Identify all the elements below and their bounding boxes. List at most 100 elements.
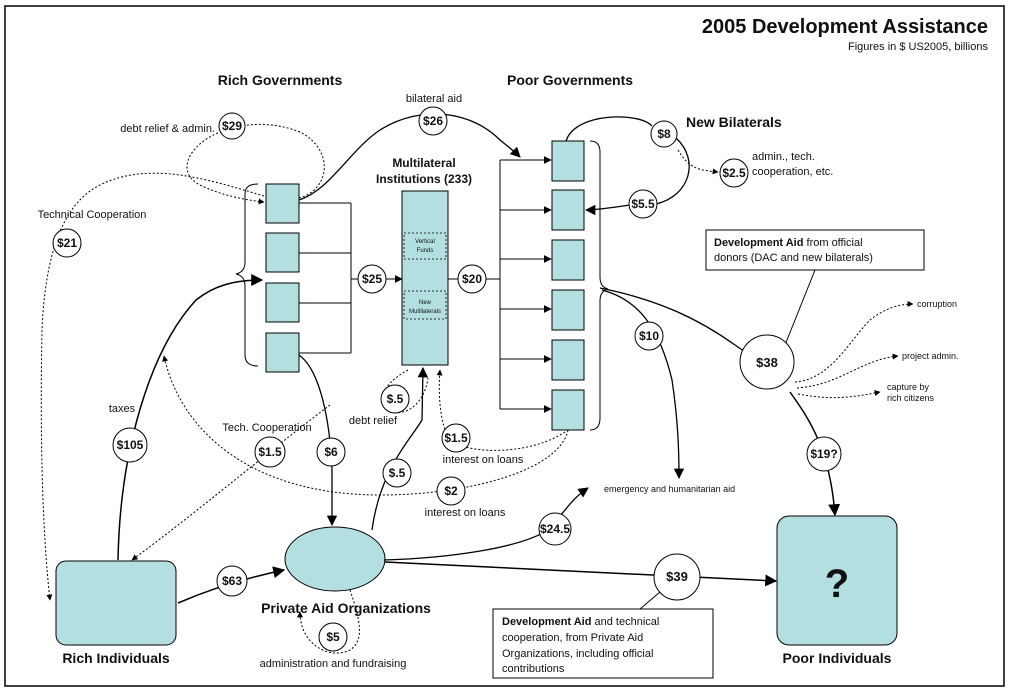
multilateral-label-line2: Institutions (233) bbox=[376, 172, 472, 186]
rich-individuals-box bbox=[55, 560, 177, 646]
private-callout-pointer bbox=[639, 591, 661, 610]
svg-text:$105: $105 bbox=[117, 438, 144, 452]
amount-interest-multilateral: $1.5 bbox=[441, 423, 471, 453]
tech-cooperation-label: Tech. Cooperation bbox=[222, 422, 311, 434]
interest-to-rich-gov-arrow bbox=[162, 355, 569, 496]
poor-governments-label: Poor Governments bbox=[507, 72, 633, 88]
amount-to-poor-individuals: $19? bbox=[806, 436, 842, 472]
svg-text:$39: $39 bbox=[666, 569, 688, 584]
amount-private-emergency: $24.5 bbox=[538, 512, 572, 546]
rich-governments-brace bbox=[235, 183, 259, 367]
private-aid-callout-line3: Organizations, including official bbox=[502, 648, 653, 660]
interest-on-loans-label-2: interest on loans bbox=[425, 507, 506, 519]
capture-label-line2: rich citizens bbox=[887, 393, 935, 403]
amount-interest-rich: $2 bbox=[436, 476, 466, 506]
svg-text:$63: $63 bbox=[222, 574, 242, 588]
private-aid-callout-line1: Development Aid and technical bbox=[502, 616, 659, 628]
svg-text:$2.5: $2.5 bbox=[722, 166, 746, 180]
private-aid-callout bbox=[492, 608, 714, 679]
private-aid-callout-rest: and technical bbox=[591, 616, 659, 628]
svg-text:$8: $8 bbox=[657, 127, 671, 141]
amount-bilateral-aid: $26 bbox=[418, 106, 448, 136]
corruption-label: corruption bbox=[917, 299, 957, 309]
amount-tech-coop-private: $1.5 bbox=[254, 436, 286, 468]
amount-taxes: $105 bbox=[112, 427, 148, 463]
amount-multilateral-to-poor: $20 bbox=[457, 264, 487, 294]
new-bilaterals-label: New Bilaterals bbox=[686, 114, 782, 130]
diagram-title: 2005 Development Assistance bbox=[702, 16, 988, 38]
svg-text:$.5: $.5 bbox=[389, 466, 406, 480]
official-callout-pointer bbox=[784, 269, 816, 346]
poor-governments-brace bbox=[589, 140, 609, 431]
rich-government-box-1 bbox=[265, 183, 300, 224]
poor-individuals-question: ? bbox=[825, 562, 849, 606]
vertical-funds-box bbox=[403, 232, 447, 260]
amount-private-to-multilateral: $.5 bbox=[382, 458, 412, 488]
amount-debt-relief-admin: $29 bbox=[218, 112, 246, 140]
debt-relief-admin-loop bbox=[186, 123, 325, 205]
rich-individuals-label: Rich Individuals bbox=[62, 650, 170, 666]
admin-tech-label-line2: cooperation, etc. bbox=[752, 166, 833, 178]
poor-government-box-2 bbox=[551, 189, 585, 231]
technical-cooperation-arrow bbox=[40, 172, 265, 601]
new-multilaterals-box bbox=[403, 290, 447, 320]
svg-text:$29: $29 bbox=[222, 119, 242, 133]
admin-fundraising-label: administration and fundraising bbox=[260, 658, 407, 670]
new-bilaterals-to-poor-arrow bbox=[584, 204, 631, 216]
admin-fundraising-loop bbox=[297, 589, 360, 654]
diagram-subtitle: Figures in $ US2005, billions bbox=[848, 41, 989, 53]
new-multilaterals-label-line2: Multilaterals bbox=[409, 309, 441, 315]
multilateral-institutions-box bbox=[401, 190, 449, 366]
amount-admin-fundraising: $5 bbox=[318, 622, 348, 652]
amount-private-to-poor: $39 bbox=[653, 553, 701, 601]
private-aid-organizations-ellipse bbox=[284, 526, 386, 592]
emergency-aid-arrow bbox=[601, 289, 685, 480]
rich-governments-label: Rich Governments bbox=[218, 72, 343, 88]
svg-text:$24.5: $24.5 bbox=[540, 522, 570, 536]
multilateral-label-line1: Multilateral bbox=[392, 156, 455, 170]
poor-gov-bus bbox=[499, 156, 552, 413]
svg-text:$2: $2 bbox=[444, 484, 458, 498]
amount-debt-relief: $.5 bbox=[380, 384, 410, 414]
outer-frame bbox=[4, 5, 1005, 687]
svg-text:$1.5: $1.5 bbox=[444, 431, 468, 445]
amount-emergency: $10 bbox=[634, 321, 664, 351]
tech-coop-to-individuals-arrow bbox=[131, 404, 331, 561]
official-aid-callout bbox=[705, 229, 925, 271]
private-aid-callout-line4: contributions bbox=[502, 663, 565, 675]
svg-text:$21: $21 bbox=[57, 236, 77, 250]
official-aid-callout-line2: donors (DAC and new bilaterals) bbox=[714, 252, 873, 264]
poor-government-box-1 bbox=[551, 140, 585, 182]
new-multilaterals-label-line1: New bbox=[419, 300, 432, 306]
interest-on-loans-label-1: interest on loans bbox=[443, 454, 524, 466]
svg-text:$1.5: $1.5 bbox=[258, 445, 282, 459]
poor-individuals-box bbox=[776, 515, 898, 646]
rich-government-box-3 bbox=[265, 282, 300, 323]
amount-official-to-poor: $38 bbox=[739, 334, 795, 390]
corruption-arrow bbox=[794, 301, 914, 383]
svg-text:$38: $38 bbox=[756, 355, 778, 370]
private-aid-label: Private Aid Organizations bbox=[261, 600, 431, 616]
taxes-label: taxes bbox=[109, 403, 136, 415]
debt-relief-label: debt relief bbox=[349, 415, 398, 427]
svg-text:$20: $20 bbox=[462, 272, 482, 286]
poor-individuals-label: Poor Individuals bbox=[783, 650, 892, 666]
private-to-poor-arrow bbox=[384, 561, 778, 587]
svg-text:$.5: $.5 bbox=[387, 392, 404, 406]
private-aid-callout-line2: cooperation, from Private Aid bbox=[502, 632, 643, 644]
admin-tech-label-line1: admin., tech. bbox=[752, 151, 815, 163]
emergency-aid-label: emergency and humanitarian aid bbox=[604, 484, 735, 494]
poor-government-box-6 bbox=[551, 389, 585, 431]
project-admin-arrow bbox=[796, 353, 899, 389]
poor-government-box-3 bbox=[551, 239, 585, 281]
amount-to-multilateral: $25 bbox=[357, 264, 387, 294]
official-aid-callout-bold: Development Aid bbox=[714, 237, 803, 249]
poor-government-box-5 bbox=[551, 339, 585, 381]
amount-gov-to-private: $6 bbox=[316, 437, 346, 467]
svg-text:$5.5: $5.5 bbox=[631, 197, 655, 211]
private-to-emergency-arrow bbox=[383, 487, 589, 561]
rich-government-box-2 bbox=[265, 232, 300, 273]
poor-to-new-bilaterals-arrow bbox=[565, 116, 653, 142]
